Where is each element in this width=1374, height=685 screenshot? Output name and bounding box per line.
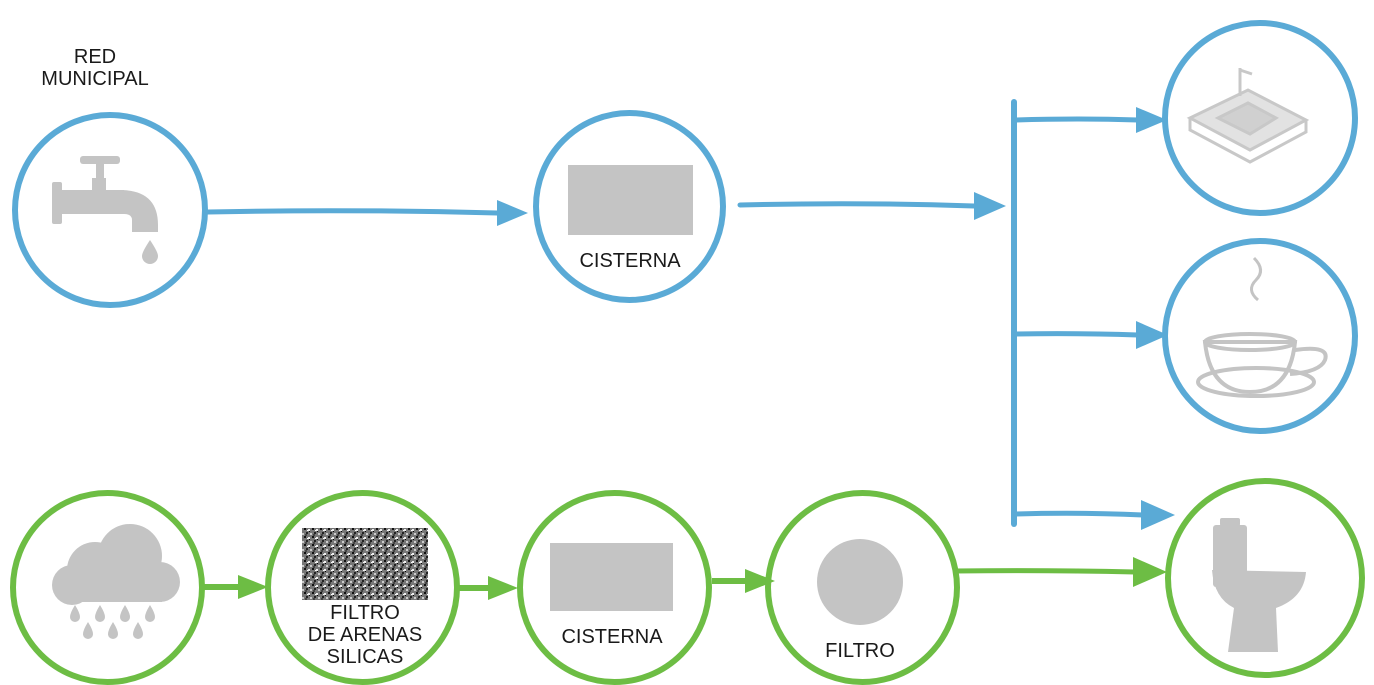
- label-municipal: RED MUNICIPAL: [41, 46, 149, 90]
- label-cistern-bottom: CISTERNA: [561, 626, 663, 648]
- arrow-to-cistern-top: [497, 200, 528, 226]
- node-toilet: [1165, 478, 1365, 678]
- node-rain: [10, 490, 205, 685]
- label-filter: FILTRO: [825, 640, 895, 662]
- arrow-to-cup: [1136, 321, 1168, 349]
- label-cistern-top: CISTERNA: [579, 250, 681, 272]
- arrow-to-sink: [1136, 107, 1167, 133]
- municipal-flow-lines: [205, 99, 1175, 530]
- node-cistern-top: [533, 110, 726, 303]
- label-sand-filter: FILTRO DE ARENAS SILICAS: [307, 602, 423, 668]
- arrow-to-cistern-bottom: [488, 576, 518, 600]
- arrow-to-branch: [974, 192, 1006, 220]
- node-cistern-bottom: [517, 490, 712, 685]
- arrow-to-toilet-blue: [1141, 500, 1175, 530]
- arrow-to-toilet-green: [1133, 557, 1167, 587]
- node-filter: [765, 490, 960, 685]
- node-sand-filter: [265, 490, 460, 685]
- node-sink: [1162, 20, 1358, 216]
- arrow-to-filter: [745, 569, 775, 593]
- node-municipal: [12, 112, 208, 308]
- rain-flow-lines: [204, 557, 1167, 600]
- arrow-to-sand-filter: [238, 575, 268, 599]
- node-cup: [1162, 238, 1358, 434]
